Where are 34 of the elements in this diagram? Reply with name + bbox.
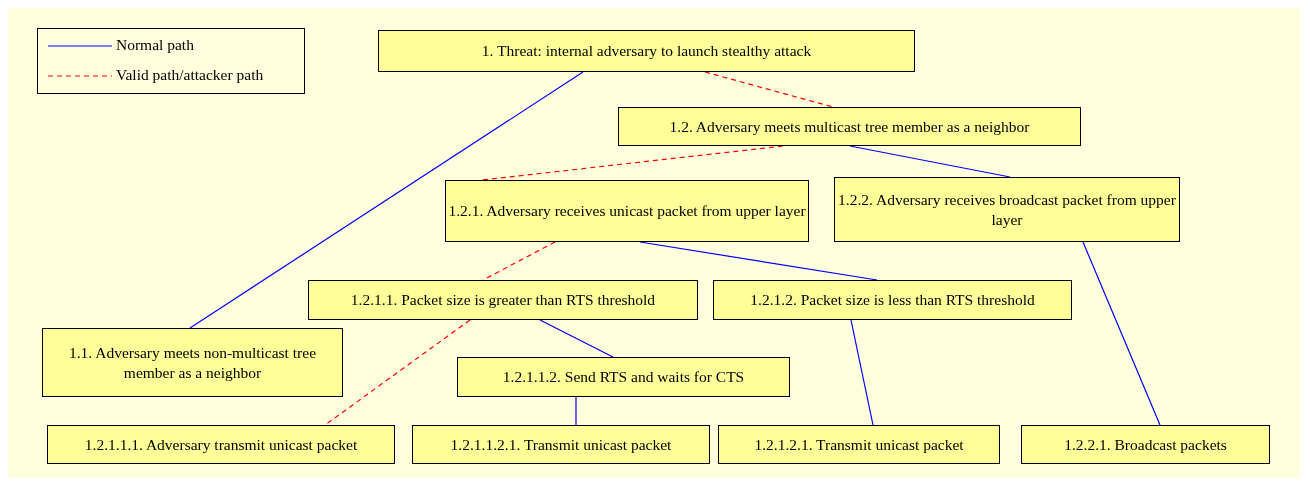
tree-node-box	[47, 425, 395, 464]
connector	[850, 319, 874, 426]
tree-node-box	[378, 30, 915, 72]
node-label: 1.1. Adversary meets non-multicast tree member as a neighbor	[67, 342, 318, 383]
tree-node-box	[308, 280, 698, 320]
tree-node-box	[457, 357, 790, 397]
connector	[189, 71, 584, 329]
node-label: 1.2.1.2.1. Transmit unicast packet	[754, 434, 964, 455]
node-label: 1.2. Adversary meets multicast tree member as a neighbor	[669, 116, 1030, 137]
node-label: 1.2.2. Adversary receives broadcast packet from upper layer	[837, 189, 1177, 230]
tree-node-box	[834, 177, 1180, 242]
connector	[539, 319, 614, 358]
legend-label: Normal path	[116, 36, 194, 54]
tree-node-box	[1021, 425, 1270, 464]
node-label: 1.2.1.1.2.1. Transmit unicast packet	[450, 434, 672, 455]
dashed-connector	[324, 319, 471, 426]
node-label: 1.2.1.1. Packet size is greater than RTS threshold	[350, 290, 656, 310]
connector	[849, 145, 1011, 178]
connector	[1082, 241, 1161, 426]
tree-node-box	[713, 280, 1072, 320]
tree-node-box	[412, 425, 710, 464]
tree-node-box	[618, 107, 1081, 146]
dashed-connector	[704, 71, 834, 108]
node-label: 1.2.1. Adversary receives unicast packet from upper layer	[448, 201, 806, 221]
node-label: 1.2.1.1.1. Adversary transmit unicast packet	[84, 434, 358, 455]
tree-node-box	[718, 425, 1000, 464]
legend-label: Valid path/attacker path	[116, 66, 264, 84]
connector	[575, 396, 577, 426]
tree-node-box	[445, 180, 809, 242]
node-label: 1.2.1.1.2. Send RTS and waits for CTS	[502, 367, 745, 387]
node-label: 1.2.2.1. Broadcast packets	[1064, 434, 1227, 455]
node-label: 1. Threat: internal adversary to launch stealthy attack	[481, 41, 812, 61]
tree-node-box	[42, 328, 343, 397]
node-label: 1.2.1.2. Packet size is less than RTS threshold	[750, 290, 1035, 310]
